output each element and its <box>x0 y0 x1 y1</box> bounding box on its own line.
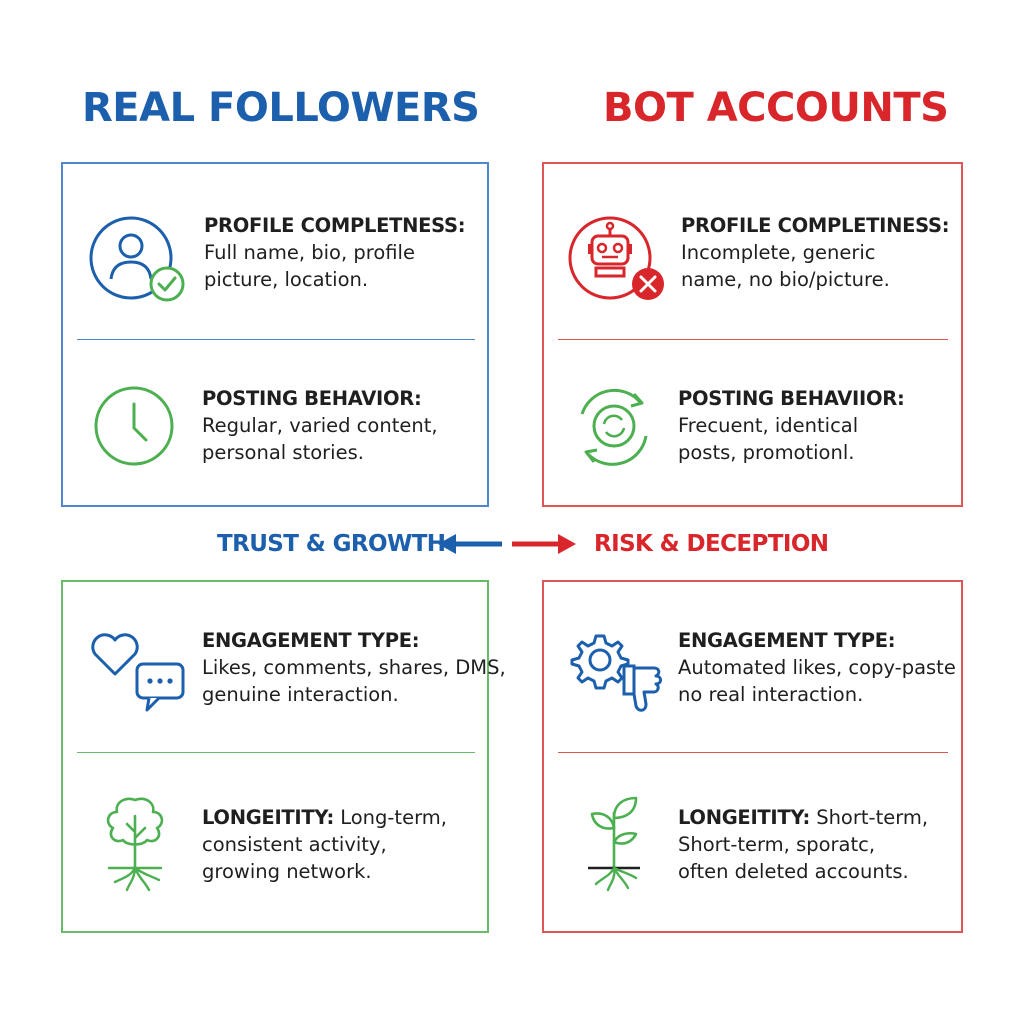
bot-profile-line1: Incomplete, generic <box>681 241 876 264</box>
bot-longevity-heading: LONGEITITY: <box>678 806 810 829</box>
real-engagement-line1: Likes, comments, shares, DMS, <box>202 656 506 679</box>
real-longevity-text: LONGEITITY: Long-term, consistent activi… <box>202 804 447 885</box>
real-longevity-line2: consistent activity, <box>202 833 387 856</box>
clock-icon <box>94 386 174 466</box>
real-profile-line2: picture, location. <box>204 268 369 291</box>
bot-engagement-line1: Automated likes, copy-paste <box>678 656 956 679</box>
bot-posting-heading: POSTING BEHAVIIOR: <box>678 387 905 410</box>
bot-profile-line2: name, no bio/picture. <box>681 268 890 291</box>
bot-engagement-text: ENGAGEMENT TYPE: Automated likes, copy-p… <box>678 627 956 708</box>
bot-longevity-line3: often deleted accounts. <box>678 860 909 883</box>
user-check-icon <box>89 216 185 302</box>
left-arrow-icon <box>438 534 502 554</box>
robot-x-icon <box>568 216 664 300</box>
real-posting-line1: Regular, varied content, <box>202 414 438 437</box>
sprout-icon <box>588 796 640 892</box>
heart-chat-icon <box>91 633 185 712</box>
real-posting-line2: personal stories. <box>202 441 364 464</box>
real-followers-profile-card: PROFILE COMPLETNESS: Full name, bio, pro… <box>61 162 489 507</box>
real-engagement-heading: ENGAGEMENT TYPE: <box>202 629 420 652</box>
bot-longevity-line2: Short-term, sporatc, <box>678 833 876 856</box>
trust-growth-label: TRUST & GROWTH <box>217 531 446 557</box>
right-arrow-icon <box>512 534 576 554</box>
bot-posting-line1: Frecuent, identical <box>678 414 859 437</box>
real-longevity-line3: growing network. <box>202 860 372 883</box>
real-engagement-line2: genuine interaction. <box>202 683 399 706</box>
gear-thumbs-down-icon <box>570 634 662 712</box>
risk-deception-label: RISK & DECEPTION <box>594 531 829 557</box>
tree-icon <box>106 797 164 892</box>
bot-longevity-text: LONGEITITY: Short-term, Short-term, spor… <box>678 804 928 885</box>
real-followers-engagement-card: ENGAGEMENT TYPE: Likes, comments, shares… <box>61 580 506 933</box>
real-profile-heading: PROFILE COMPLETNESS: <box>204 214 466 237</box>
real-top-divider <box>77 339 475 340</box>
bot-posting-line2: posts, promotionl. <box>678 441 855 464</box>
bot-profile-text: PROFILE COMPLETINESS: Incomplete, generi… <box>681 212 950 293</box>
bot-engagement-heading: ENGAGEMENT TYPE: <box>678 629 896 652</box>
bot-longevity-line1: Short-term, <box>810 806 929 829</box>
bot-engagement-line2: no real interaction. <box>678 683 864 706</box>
real-bottom-divider <box>77 752 475 753</box>
real-posting-heading: POSTING BEHAVIOR: <box>202 387 422 410</box>
bot-posting-text: POSTING BEHAVIIOR: Frecuent, identical p… <box>678 385 905 466</box>
real-posting-text: POSTING BEHAVIOR: Regular, varied conten… <box>202 385 438 466</box>
real-longevity-line1: Long-term, <box>334 806 447 829</box>
real-engagement-text: ENGAGEMENT TYPE: Likes, comments, shares… <box>202 627 506 708</box>
real-longevity-heading: LONGEITITY: <box>202 806 334 829</box>
bot-accounts-profile-card: PROFILE COMPLETINESS: Incomplete, generi… <box>542 162 963 507</box>
bot-profile-heading: PROFILE COMPLETINESS: <box>681 214 950 237</box>
bot-top-divider <box>558 339 948 340</box>
real-followers-title: REAL FOLLOWERS <box>82 85 480 131</box>
bot-accounts-engagement-card: ENGAGEMENT TYPE: Automated likes, copy-p… <box>542 580 963 933</box>
bot-bottom-divider <box>558 752 948 753</box>
refresh-cycle-icon <box>580 388 648 466</box>
real-profile-line1: Full name, bio, profile <box>204 241 415 264</box>
bot-accounts-title: BOT ACCOUNTS <box>603 85 949 131</box>
real-profile-text: PROFILE COMPLETNESS: Full name, bio, pro… <box>204 212 466 293</box>
